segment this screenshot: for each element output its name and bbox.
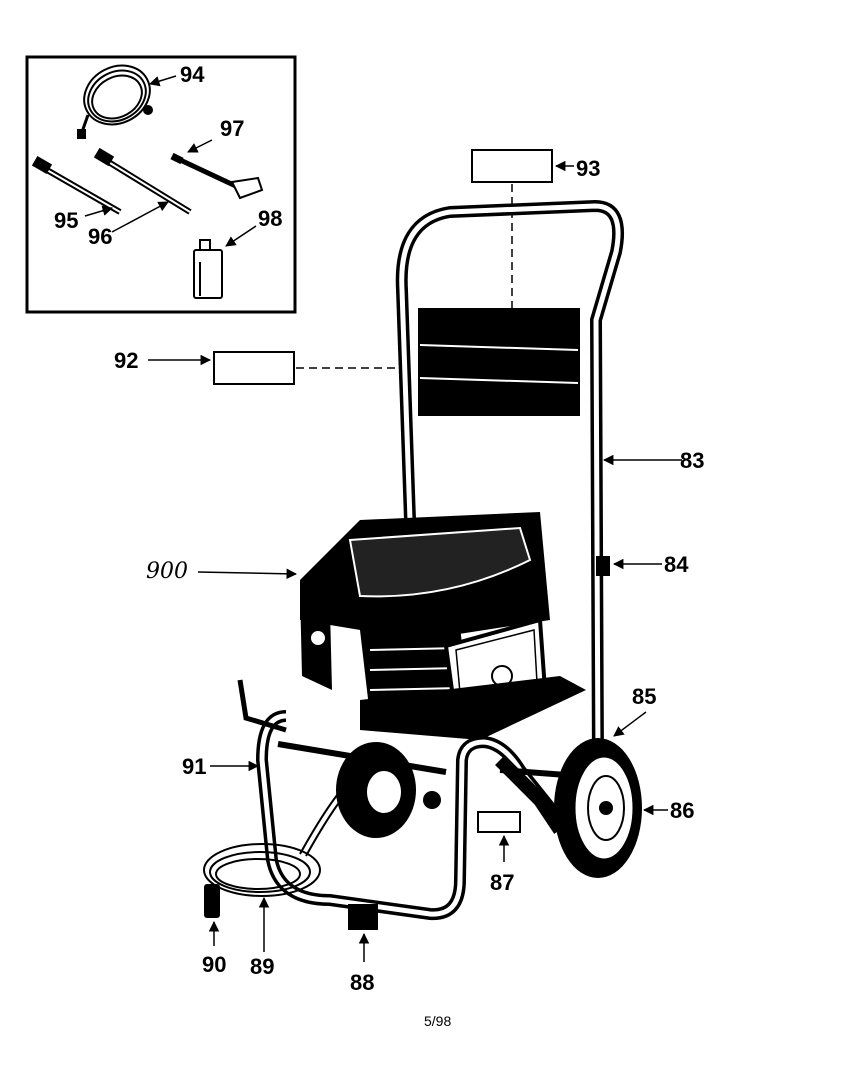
- callout-97: 97: [220, 116, 244, 141]
- pump-outlet: [477, 755, 566, 862]
- handle-panel: [418, 308, 580, 416]
- frame-knob: [596, 556, 662, 576]
- accessory-inset: 94 97 95 96 98: [25, 55, 297, 314]
- oil-bottle-part: [193, 239, 223, 299]
- callout-83: 83: [680, 448, 704, 473]
- callout-86: 86: [670, 798, 694, 823]
- callout-87: 87: [490, 870, 514, 895]
- callout-94: 94: [180, 62, 205, 87]
- callout-89: 89: [250, 954, 274, 979]
- decal-93: [471, 149, 574, 312]
- high-pressure-hose: [203, 779, 357, 897]
- spray-gun-part: [170, 152, 264, 200]
- base-deck: [360, 676, 586, 740]
- engine: [300, 512, 550, 720]
- callout-91: 91: [182, 754, 206, 779]
- callout-90: 90: [202, 952, 226, 977]
- callout-95: 95: [54, 208, 78, 233]
- callout-84: 84: [664, 552, 689, 577]
- callout-92: 92: [114, 348, 138, 373]
- coiled-hose-part: [77, 64, 153, 139]
- callout-900: 900: [146, 559, 188, 584]
- front-caster: [336, 742, 441, 838]
- frame-foot: [348, 904, 378, 930]
- hose-fitting: [204, 884, 220, 918]
- wand-part-95: [31, 155, 122, 215]
- wand-part-96: [93, 147, 192, 215]
- page-number: 5/98: [424, 1013, 451, 1029]
- rear-wheel: [554, 738, 642, 878]
- callout-88: 88: [350, 970, 374, 995]
- callout-93: 93: [576, 156, 600, 181]
- callout-98: 98: [258, 206, 282, 231]
- handle-frame: [395, 199, 625, 761]
- decal-92: [148, 351, 396, 385]
- callout-96: 96: [88, 224, 112, 249]
- callout-85: 85: [632, 684, 656, 709]
